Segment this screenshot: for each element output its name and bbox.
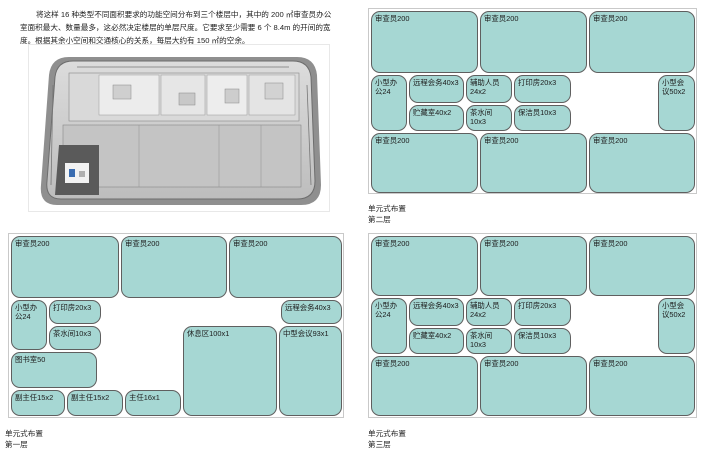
room-inspector-office: 审查员200	[589, 356, 695, 416]
room-inspector-office: 审查员200	[480, 356, 587, 416]
room-director: 主任16x1	[125, 390, 181, 416]
room-inspector-office: 审查员200	[480, 11, 587, 73]
room-tea: 茶水间10x3	[466, 328, 512, 354]
room-print: 打印房20x3	[49, 300, 101, 324]
room-storage: 贮藏室40x2	[409, 105, 464, 131]
intro-paragraph: 将这样 16 种类型不同面积要求的功能空间分布到三个楼层中，其中的 200 ㎡审…	[20, 10, 332, 45]
room-cleaner: 保洁员10x3	[514, 105, 571, 131]
room-medium-meeting: 中型会议93x1	[279, 326, 342, 416]
room-support-staff: 辅助人员24x2	[466, 75, 512, 103]
room-inspector-office: 审查员200	[589, 133, 695, 193]
room-deputy-director: 副主任15x2	[67, 390, 123, 416]
floor2-caption-floor: 第二层	[368, 215, 391, 224]
room-inspector-office: 审查员200	[229, 236, 342, 298]
room-storage: 贮藏室40x2	[409, 328, 464, 354]
room-small-office: 小型办公24	[11, 300, 47, 350]
room-small-office: 小型办公24	[371, 298, 407, 354]
room-remote-conference: 远程会务40x3	[409, 298, 464, 326]
room-tea: 茶水间10x3	[466, 105, 512, 131]
room-print: 打印房20x3	[514, 75, 571, 103]
room-deputy-director: 副主任15x2	[11, 390, 65, 416]
building-render-image	[28, 44, 330, 212]
floor2-plan: 审查员200 审查员200 审查员200 小型办公24 远程会务40x3 辅助人…	[368, 8, 697, 194]
room-inspector-office: 审查员200	[480, 236, 587, 296]
floor3-plan: 审查员200 审查员200 审查员200 小型办公24 远程会务40x3 辅助人…	[368, 233, 697, 418]
floor3-caption-type: 单元式布置	[368, 429, 406, 438]
floor2-caption-type: 单元式布置	[368, 204, 406, 213]
floor1-caption-floor: 第一层	[5, 440, 28, 449]
room-inspector-office: 审查员200	[589, 236, 695, 296]
room-small-meeting: 小型会议50x2	[658, 298, 695, 354]
room-inspector-office: 审查员200	[589, 11, 695, 73]
room-support-staff: 辅助人员24x2	[466, 298, 512, 326]
room-inspector-office: 审查员200	[121, 236, 227, 298]
floor3-caption-floor: 第三层	[368, 440, 391, 449]
building-model-illustration	[40, 57, 322, 205]
room-print: 打印房20x3	[514, 298, 571, 326]
room-cleaner: 保洁员10x3	[514, 328, 571, 354]
room-library: 图书室50	[11, 352, 97, 388]
room-remote-conference: 远程会务40x3	[409, 75, 464, 103]
floor1-caption-type: 单元式布置	[5, 429, 43, 438]
room-inspector-office: 审查员200	[371, 133, 478, 193]
room-lounge: 休息区100x1	[183, 326, 277, 416]
room-inspector-office: 审查员200	[371, 236, 478, 296]
room-inspector-office: 审查员200	[371, 11, 478, 73]
room-small-office: 小型办公24	[371, 75, 407, 131]
floor1-plan: 审查员200 审查员200 审查员200 小型办公24 打印房20x3 茶水间1…	[8, 233, 344, 418]
room-inspector-office: 审查员200	[480, 133, 587, 193]
room-inspector-office: 审查员200	[371, 356, 478, 416]
room-small-meeting: 小型会议50x2	[658, 75, 695, 131]
room-inspector-office: 审查员200	[11, 236, 119, 298]
room-tea: 茶水间10x3	[49, 326, 101, 350]
room-remote-conference: 远程会务40x3	[281, 300, 342, 324]
